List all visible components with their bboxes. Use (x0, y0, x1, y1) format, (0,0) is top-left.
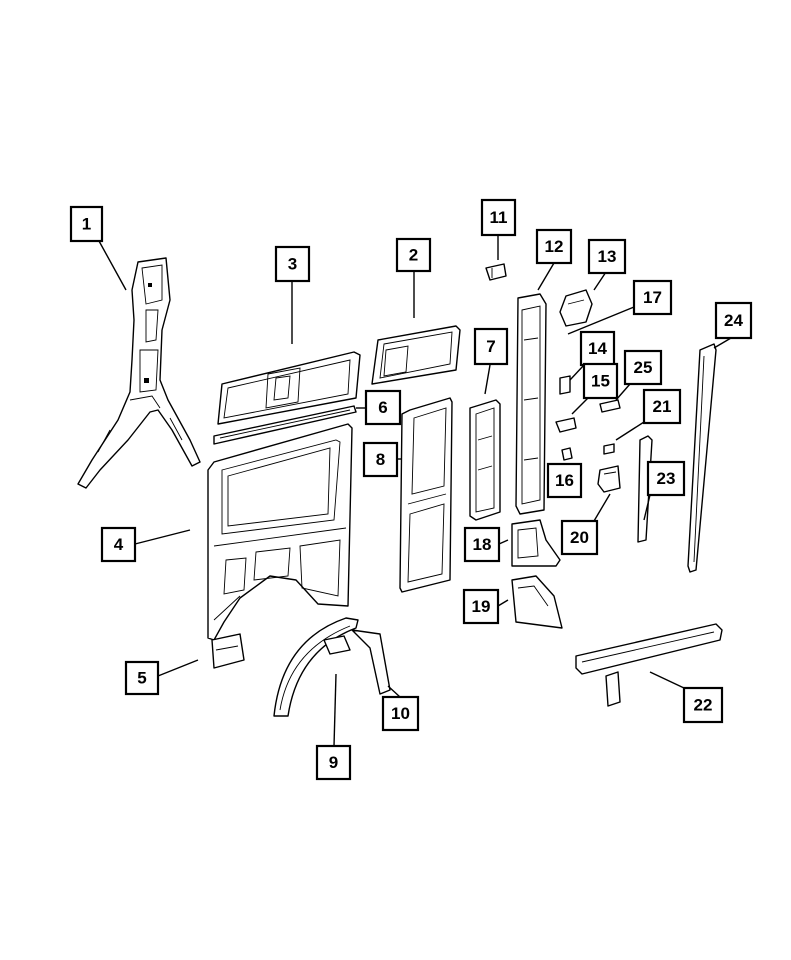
part-4-side-panel (207, 423, 353, 641)
part-19-corner-panel (511, 575, 563, 629)
svg-text:25: 25 (634, 358, 653, 377)
svg-text:23: 23 (657, 469, 676, 488)
svg-text:11: 11 (490, 208, 508, 227)
svg-text:17: 17 (643, 288, 662, 307)
callout-22: 22 (682, 686, 724, 724)
svg-text:7: 7 (486, 337, 495, 356)
svg-text:8: 8 (376, 450, 385, 469)
svg-text:6: 6 (378, 398, 387, 417)
callout-25: 25 (623, 349, 663, 386)
svg-text:1: 1 (82, 215, 91, 234)
callout-23: 23 (646, 460, 686, 497)
svg-text:24: 24 (724, 311, 743, 330)
callout-19: 19 (462, 588, 500, 625)
svg-text:9: 9 (329, 753, 338, 772)
part-6-roof-rail (213, 405, 357, 445)
part-5-lower-bracket (211, 633, 245, 669)
svg-text:13: 13 (598, 247, 617, 266)
callout-12: 12 (535, 228, 573, 265)
callout-20: 20 (560, 519, 599, 556)
svg-text:5: 5 (137, 669, 146, 688)
svg-text:21: 21 (653, 397, 672, 416)
part-9-wheel-arch (273, 617, 359, 717)
svg-text:2: 2 (409, 246, 418, 265)
svg-text:14: 14 (588, 339, 607, 358)
svg-text:4: 4 (114, 535, 124, 554)
part-12-d-pillar (515, 293, 547, 515)
callout-17: 17 (632, 279, 673, 316)
leader-lines (98, 236, 732, 747)
callout-18: 18 (463, 526, 501, 563)
callout-21: 21 (642, 388, 682, 425)
callout-14: 14 (579, 330, 616, 367)
callout-3: 3 (274, 245, 311, 283)
part-8-rear-panel (399, 397, 453, 593)
callout-24: 24 (714, 301, 753, 340)
callout-16: 16 (546, 462, 583, 499)
svg-text:18: 18 (473, 535, 492, 554)
callout-9: 9 (315, 744, 352, 781)
part-15-bracket (555, 417, 577, 433)
part-22-rocker-sill (575, 623, 723, 707)
callout-8: 8 (362, 441, 399, 478)
svg-text:3: 3 (288, 255, 297, 274)
svg-text:10: 10 (391, 704, 410, 723)
svg-text:16: 16 (555, 471, 574, 490)
callout-1: 1 (69, 205, 104, 243)
callout-15: 15 (582, 362, 619, 400)
part-20-bracket (597, 465, 621, 493)
svg-text:15: 15 (591, 372, 610, 391)
callout-5: 5 (124, 660, 160, 696)
callout-10: 10 (381, 695, 420, 732)
part-25-bracket (599, 399, 621, 413)
part-2-rear-upper-panel (371, 325, 461, 385)
part-14-bracket (559, 375, 571, 395)
part-7-pillar-reinforcement (469, 399, 501, 521)
part-18-pillar-extension (511, 519, 561, 567)
svg-text:20: 20 (570, 528, 589, 547)
part-10-inner-arch (323, 629, 391, 695)
svg-text:19: 19 (472, 597, 491, 616)
callout-4: 4 (100, 526, 137, 563)
callout-13: 13 (587, 238, 627, 275)
part-11-bracket (485, 263, 507, 281)
part-16-clip (561, 447, 573, 461)
part-3-upper-panel (217, 351, 361, 425)
svg-text:12: 12 (545, 237, 564, 256)
part-1-pillar-frame (77, 257, 201, 489)
svg-text:22: 22 (694, 696, 713, 715)
callout-7: 7 (473, 327, 509, 366)
callout-6: 6 (364, 389, 402, 426)
part-13-gusset (559, 289, 593, 327)
callout-2: 2 (395, 237, 432, 273)
part-24-vertical-rail (687, 343, 717, 573)
part-21-clip (603, 443, 615, 455)
callout-11: 11 (480, 198, 517, 237)
